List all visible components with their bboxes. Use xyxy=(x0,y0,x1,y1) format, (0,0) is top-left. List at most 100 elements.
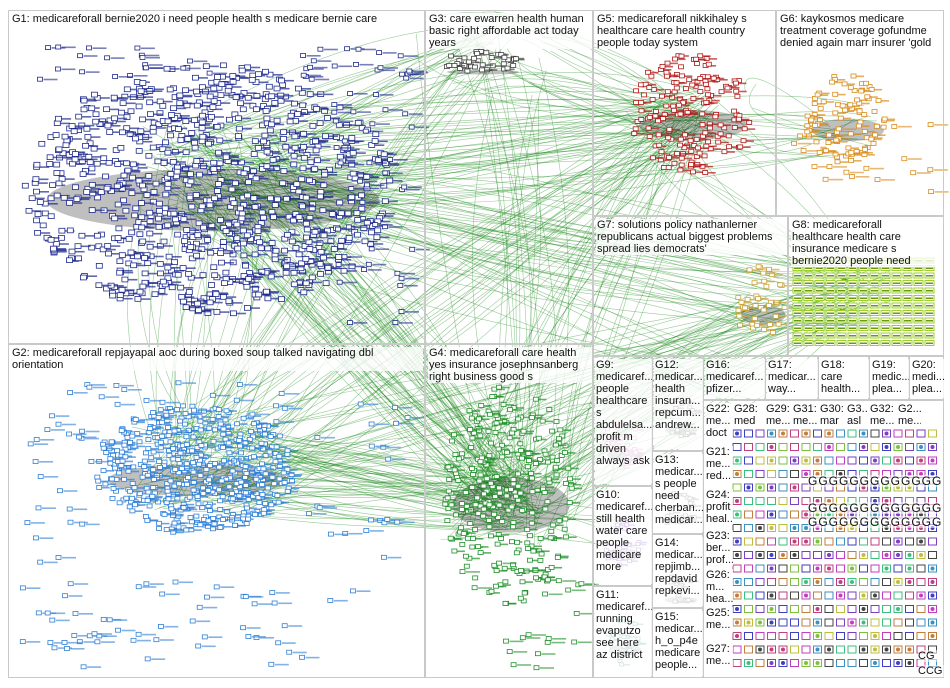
node xyxy=(245,516,252,522)
node-label-mark xyxy=(838,305,845,307)
node-label-mark xyxy=(481,498,490,501)
node xyxy=(368,421,375,427)
node-label-mark xyxy=(860,282,867,284)
node-label-mark xyxy=(306,146,317,148)
node-label-mark xyxy=(663,159,672,161)
node-label-mark xyxy=(261,230,271,233)
node-label-mark xyxy=(106,470,114,472)
node xyxy=(259,491,266,497)
node xyxy=(186,194,194,201)
node xyxy=(100,155,108,162)
node-label-mark xyxy=(204,308,215,311)
node xyxy=(190,487,197,493)
node-label-mark xyxy=(235,514,244,516)
node-label-mark xyxy=(315,78,330,81)
node xyxy=(368,246,375,252)
node xyxy=(84,134,92,140)
node-label-mark xyxy=(317,106,328,109)
node-label-mark xyxy=(258,229,269,231)
node-label-mark xyxy=(239,237,250,240)
node xyxy=(501,565,508,571)
node-label-mark xyxy=(720,141,729,144)
node-label-mark xyxy=(562,580,577,582)
node-label-mark xyxy=(308,258,319,260)
node xyxy=(507,486,514,492)
node xyxy=(733,88,740,94)
node xyxy=(493,420,500,426)
node-label-mark xyxy=(684,157,693,160)
edge xyxy=(151,40,491,165)
node-label-mark xyxy=(177,449,186,451)
node-label-mark xyxy=(262,430,271,433)
node-label-mark xyxy=(838,153,846,156)
node xyxy=(800,148,807,154)
node xyxy=(128,229,136,236)
node xyxy=(271,100,279,106)
node-label-mark xyxy=(245,212,255,215)
node xyxy=(398,309,405,315)
node-label-mark xyxy=(502,562,517,565)
node-label-mark xyxy=(171,454,180,457)
node-label-mark xyxy=(381,69,395,72)
node-label-mark xyxy=(269,142,280,144)
node xyxy=(233,397,240,403)
node xyxy=(481,491,487,497)
node xyxy=(870,537,880,546)
node-label-mark xyxy=(838,320,845,322)
node-mark xyxy=(827,566,831,571)
node-label-mark xyxy=(253,473,262,475)
node-label-mark xyxy=(196,489,205,492)
node-label-mark xyxy=(115,456,124,459)
node xyxy=(300,53,307,58)
node xyxy=(114,235,122,241)
node xyxy=(183,441,190,447)
edge xyxy=(190,130,870,293)
node xyxy=(539,418,546,424)
node-label-mark xyxy=(232,302,243,304)
node xyxy=(863,165,870,171)
node xyxy=(95,282,103,288)
node xyxy=(167,439,174,445)
node xyxy=(363,173,371,180)
node-label-mark xyxy=(283,94,294,97)
node-label-mark xyxy=(301,88,311,90)
node-label-mark xyxy=(737,127,746,129)
node-label-mark xyxy=(122,184,132,187)
edge xyxy=(174,172,847,295)
node-label-mark xyxy=(134,192,145,195)
node xyxy=(44,427,51,433)
node xyxy=(361,267,368,273)
node xyxy=(710,75,717,81)
node-label-mark xyxy=(78,158,88,161)
node xyxy=(702,130,709,136)
node-label-mark xyxy=(319,108,330,110)
node-label-mark xyxy=(274,275,284,278)
node-label-mark xyxy=(125,131,135,134)
node xyxy=(37,559,44,565)
node-label-mark xyxy=(833,166,847,168)
node xyxy=(693,136,700,142)
node-label-mark xyxy=(279,421,294,423)
node-label-mark xyxy=(322,253,332,255)
node xyxy=(455,477,462,483)
node xyxy=(738,299,745,305)
node-label-mark xyxy=(486,493,495,495)
node xyxy=(135,631,142,637)
node-label-mark xyxy=(491,526,500,528)
node xyxy=(678,155,685,161)
node xyxy=(503,638,509,644)
node-label-mark xyxy=(707,172,716,174)
node-label-mark xyxy=(708,145,717,148)
node-label-mark xyxy=(516,407,525,409)
node-label-mark xyxy=(258,477,267,479)
node-label-mark xyxy=(130,169,141,172)
node-label-mark xyxy=(259,177,269,180)
node xyxy=(893,429,903,438)
node-label-mark xyxy=(213,476,221,478)
node-label-mark xyxy=(713,94,722,97)
node-label-mark xyxy=(709,102,718,104)
node-label-mark xyxy=(349,124,360,126)
node xyxy=(732,483,742,492)
node xyxy=(45,45,51,50)
node-label-mark xyxy=(153,246,163,248)
